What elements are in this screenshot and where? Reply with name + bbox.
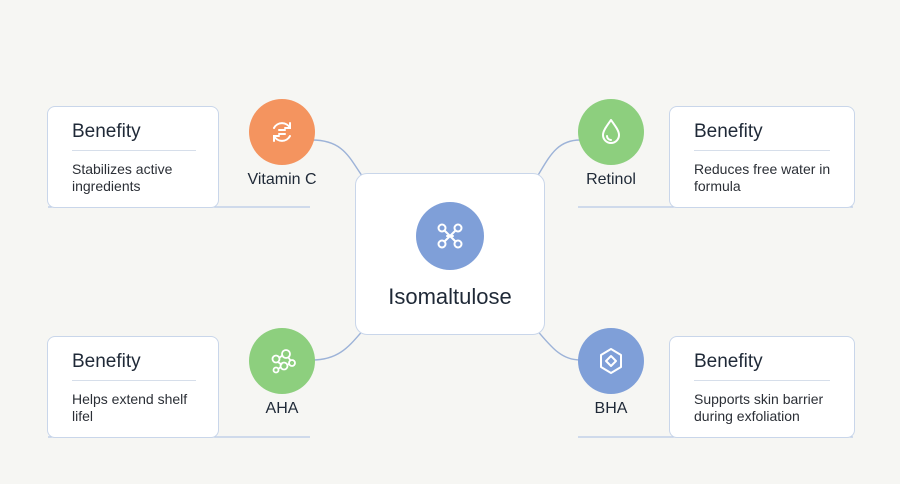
- bha-label: BHA: [594, 400, 628, 417]
- benefit-card-title: Benefity: [72, 121, 141, 142]
- molecule-icon: [437, 223, 463, 249]
- divider: [72, 380, 196, 381]
- divider: [694, 150, 830, 151]
- connector-bha-center: [534, 327, 581, 361]
- divider: [694, 380, 830, 381]
- center-title: Isomaltulose: [388, 284, 512, 309]
- benefit-card-bha: Benefity Supports skin barrier during ex…: [669, 336, 855, 438]
- benefit-card-description: Supports skin barrier during exfoliation: [694, 391, 824, 424]
- refresh-cycle-icon: [273, 122, 291, 142]
- benefit-card-aha: Benefity Helps extend shelf lifel: [47, 336, 219, 438]
- retinol-node: [578, 99, 644, 165]
- benefit-card-retinol: Benefity Reduces free water in formula: [669, 106, 855, 208]
- connector-aha-center: [311, 327, 366, 361]
- retinol-label: Retinol: [586, 171, 636, 188]
- center-card: Isomaltulose: [355, 173, 545, 335]
- benefit-card-description: Stabilizes active ingredients: [72, 161, 173, 194]
- benefit-card-description: Helps extend shelf lifel: [72, 391, 188, 424]
- benefit-card-title: Benefity: [694, 121, 763, 142]
- aha-label: AHA: [265, 400, 299, 417]
- droplet-icon: [602, 119, 620, 144]
- bha-node: [578, 328, 644, 394]
- benefit-card-title: Benefity: [694, 351, 763, 372]
- vitamin-c-label: Vitamin C: [247, 171, 317, 188]
- hexagon-shield-icon: [600, 348, 622, 374]
- aha-node: [249, 328, 315, 394]
- divider: [72, 150, 196, 151]
- benefit-card-description: Reduces free water in formula: [694, 161, 831, 194]
- molecule-cluster-icon: [271, 349, 296, 374]
- benefit-card-vitamin-c: Benefity Stabilizes active ingredients: [47, 106, 219, 208]
- center-icon: [416, 202, 484, 270]
- benefit-card-title: Benefity: [72, 351, 141, 372]
- vitamin-c-node: [249, 99, 315, 165]
